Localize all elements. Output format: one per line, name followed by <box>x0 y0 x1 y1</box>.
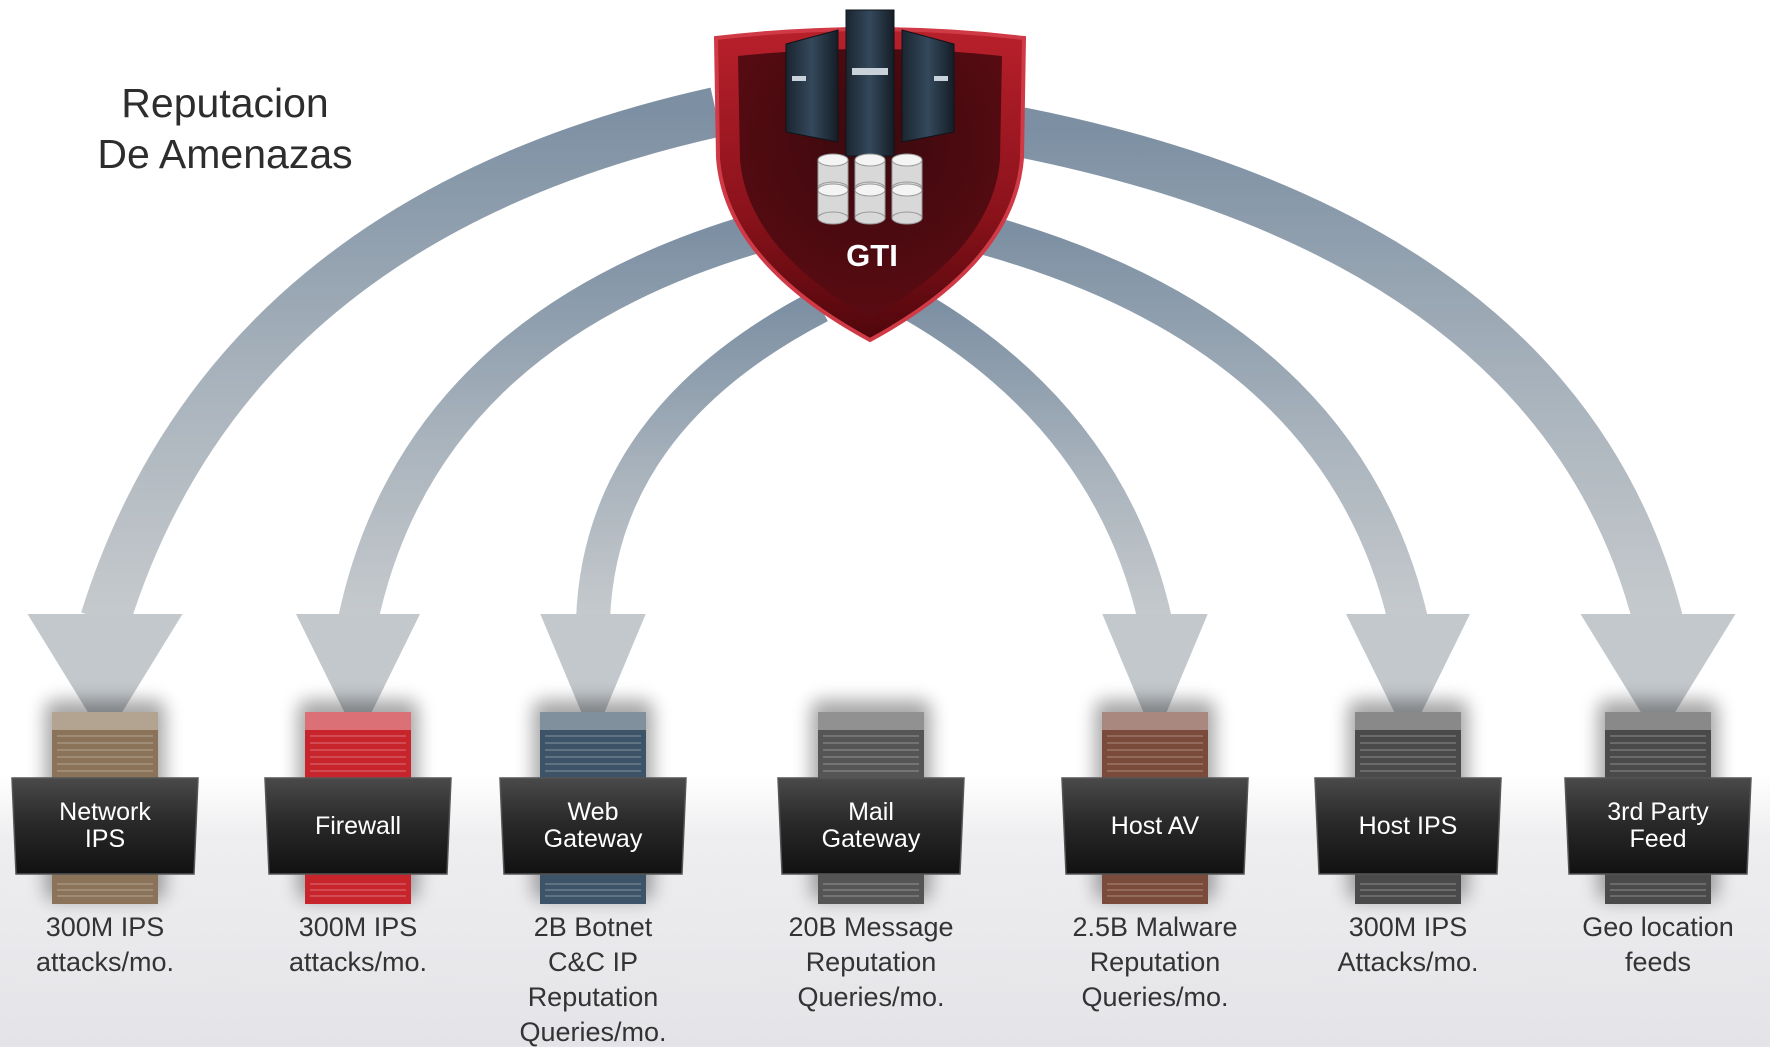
device-stat-line: 2B Botnet <box>533 912 653 942</box>
gti-label: GTI <box>846 238 898 273</box>
device-label-line: Host AV <box>1110 811 1200 840</box>
device-stat-line: Queries/mo. <box>1081 982 1229 1012</box>
device-stat-line: Queries/mo. <box>797 982 945 1012</box>
device-third-party-feed <box>1564 700 1752 904</box>
device-label-host-ips: Host IPS <box>1323 811 1493 840</box>
arrows-layer <box>27 87 1736 740</box>
device-stat-line: Reputation <box>805 947 937 977</box>
device-label-line: Network <box>59 798 151 826</box>
device-network-ips <box>11 700 199 904</box>
device-stat-line: Geo location <box>1582 912 1734 942</box>
diagram-title: Reputacion De Amenazas <box>70 78 380 180</box>
arrow-host-av <box>906 291 1208 740</box>
device-label-line: Gateway <box>543 825 643 853</box>
title-line: Reputacion <box>121 80 329 126</box>
device-stat-line: Reputation <box>527 982 659 1012</box>
device-stat-line: C&C IP <box>547 947 639 977</box>
arrow-third-party-feed <box>1015 107 1736 740</box>
device-stat-third-party-feed: Geo location feeds <box>1558 910 1758 980</box>
device-stat-line: attacks/mo. <box>288 947 428 977</box>
device-stat-firewall: 300M IPS attacks/mo. <box>258 910 458 980</box>
device-label-line: Feed <box>1629 825 1687 853</box>
device-label-line: Web <box>567 798 619 826</box>
device-stat-network-ips: 300M IPS attacks/mo. <box>5 910 205 980</box>
device-stat-line: 20B Message <box>788 912 954 942</box>
arrow-network-ips <box>27 87 722 740</box>
gti-shield <box>713 9 1027 343</box>
device-mail-gateway <box>777 700 965 904</box>
arrow-host-ips <box>969 212 1470 740</box>
device-label-line: 3rd Party <box>1607 798 1709 826</box>
device-host-ips <box>1314 700 1502 904</box>
device-stat-line: Attacks/mo. <box>1337 947 1479 977</box>
device-stat-line: 300M IPS <box>45 912 165 942</box>
device-web-gateway <box>499 700 687 904</box>
device-firewall <box>264 700 452 904</box>
device-label-line: Gateway <box>821 825 921 853</box>
device-label-line: Mail <box>848 798 894 826</box>
device-label-firewall: Firewall <box>273 811 443 840</box>
arrow-firewall <box>296 212 766 740</box>
title-line: De Amenazas <box>97 131 353 177</box>
device-stat-line: feeds <box>1624 947 1692 977</box>
device-label-line: IPS <box>84 825 126 853</box>
device-host-av <box>1061 700 1249 904</box>
device-label-host-av: Host AV <box>1070 811 1240 840</box>
device-stat-line: Queries/mo. <box>519 1017 667 1047</box>
device-label-line: Firewall <box>314 811 402 840</box>
device-stat-line: Reputation <box>1089 947 1221 977</box>
device-stat-line: 300M IPS <box>298 912 418 942</box>
arrow-web-gateway <box>540 290 828 740</box>
device-stat-line: 300M IPS <box>1348 912 1468 942</box>
device-stat-line: 2.5B Malware <box>1072 912 1238 942</box>
database-icon <box>817 153 923 225</box>
devices-layer <box>11 700 1752 904</box>
device-stat-line: attacks/mo. <box>35 947 175 977</box>
device-label-line: Host IPS <box>1358 811 1458 840</box>
server-icon <box>785 9 955 157</box>
device-stat-host-ips: 300M IPS Attacks/mo. <box>1308 910 1508 980</box>
